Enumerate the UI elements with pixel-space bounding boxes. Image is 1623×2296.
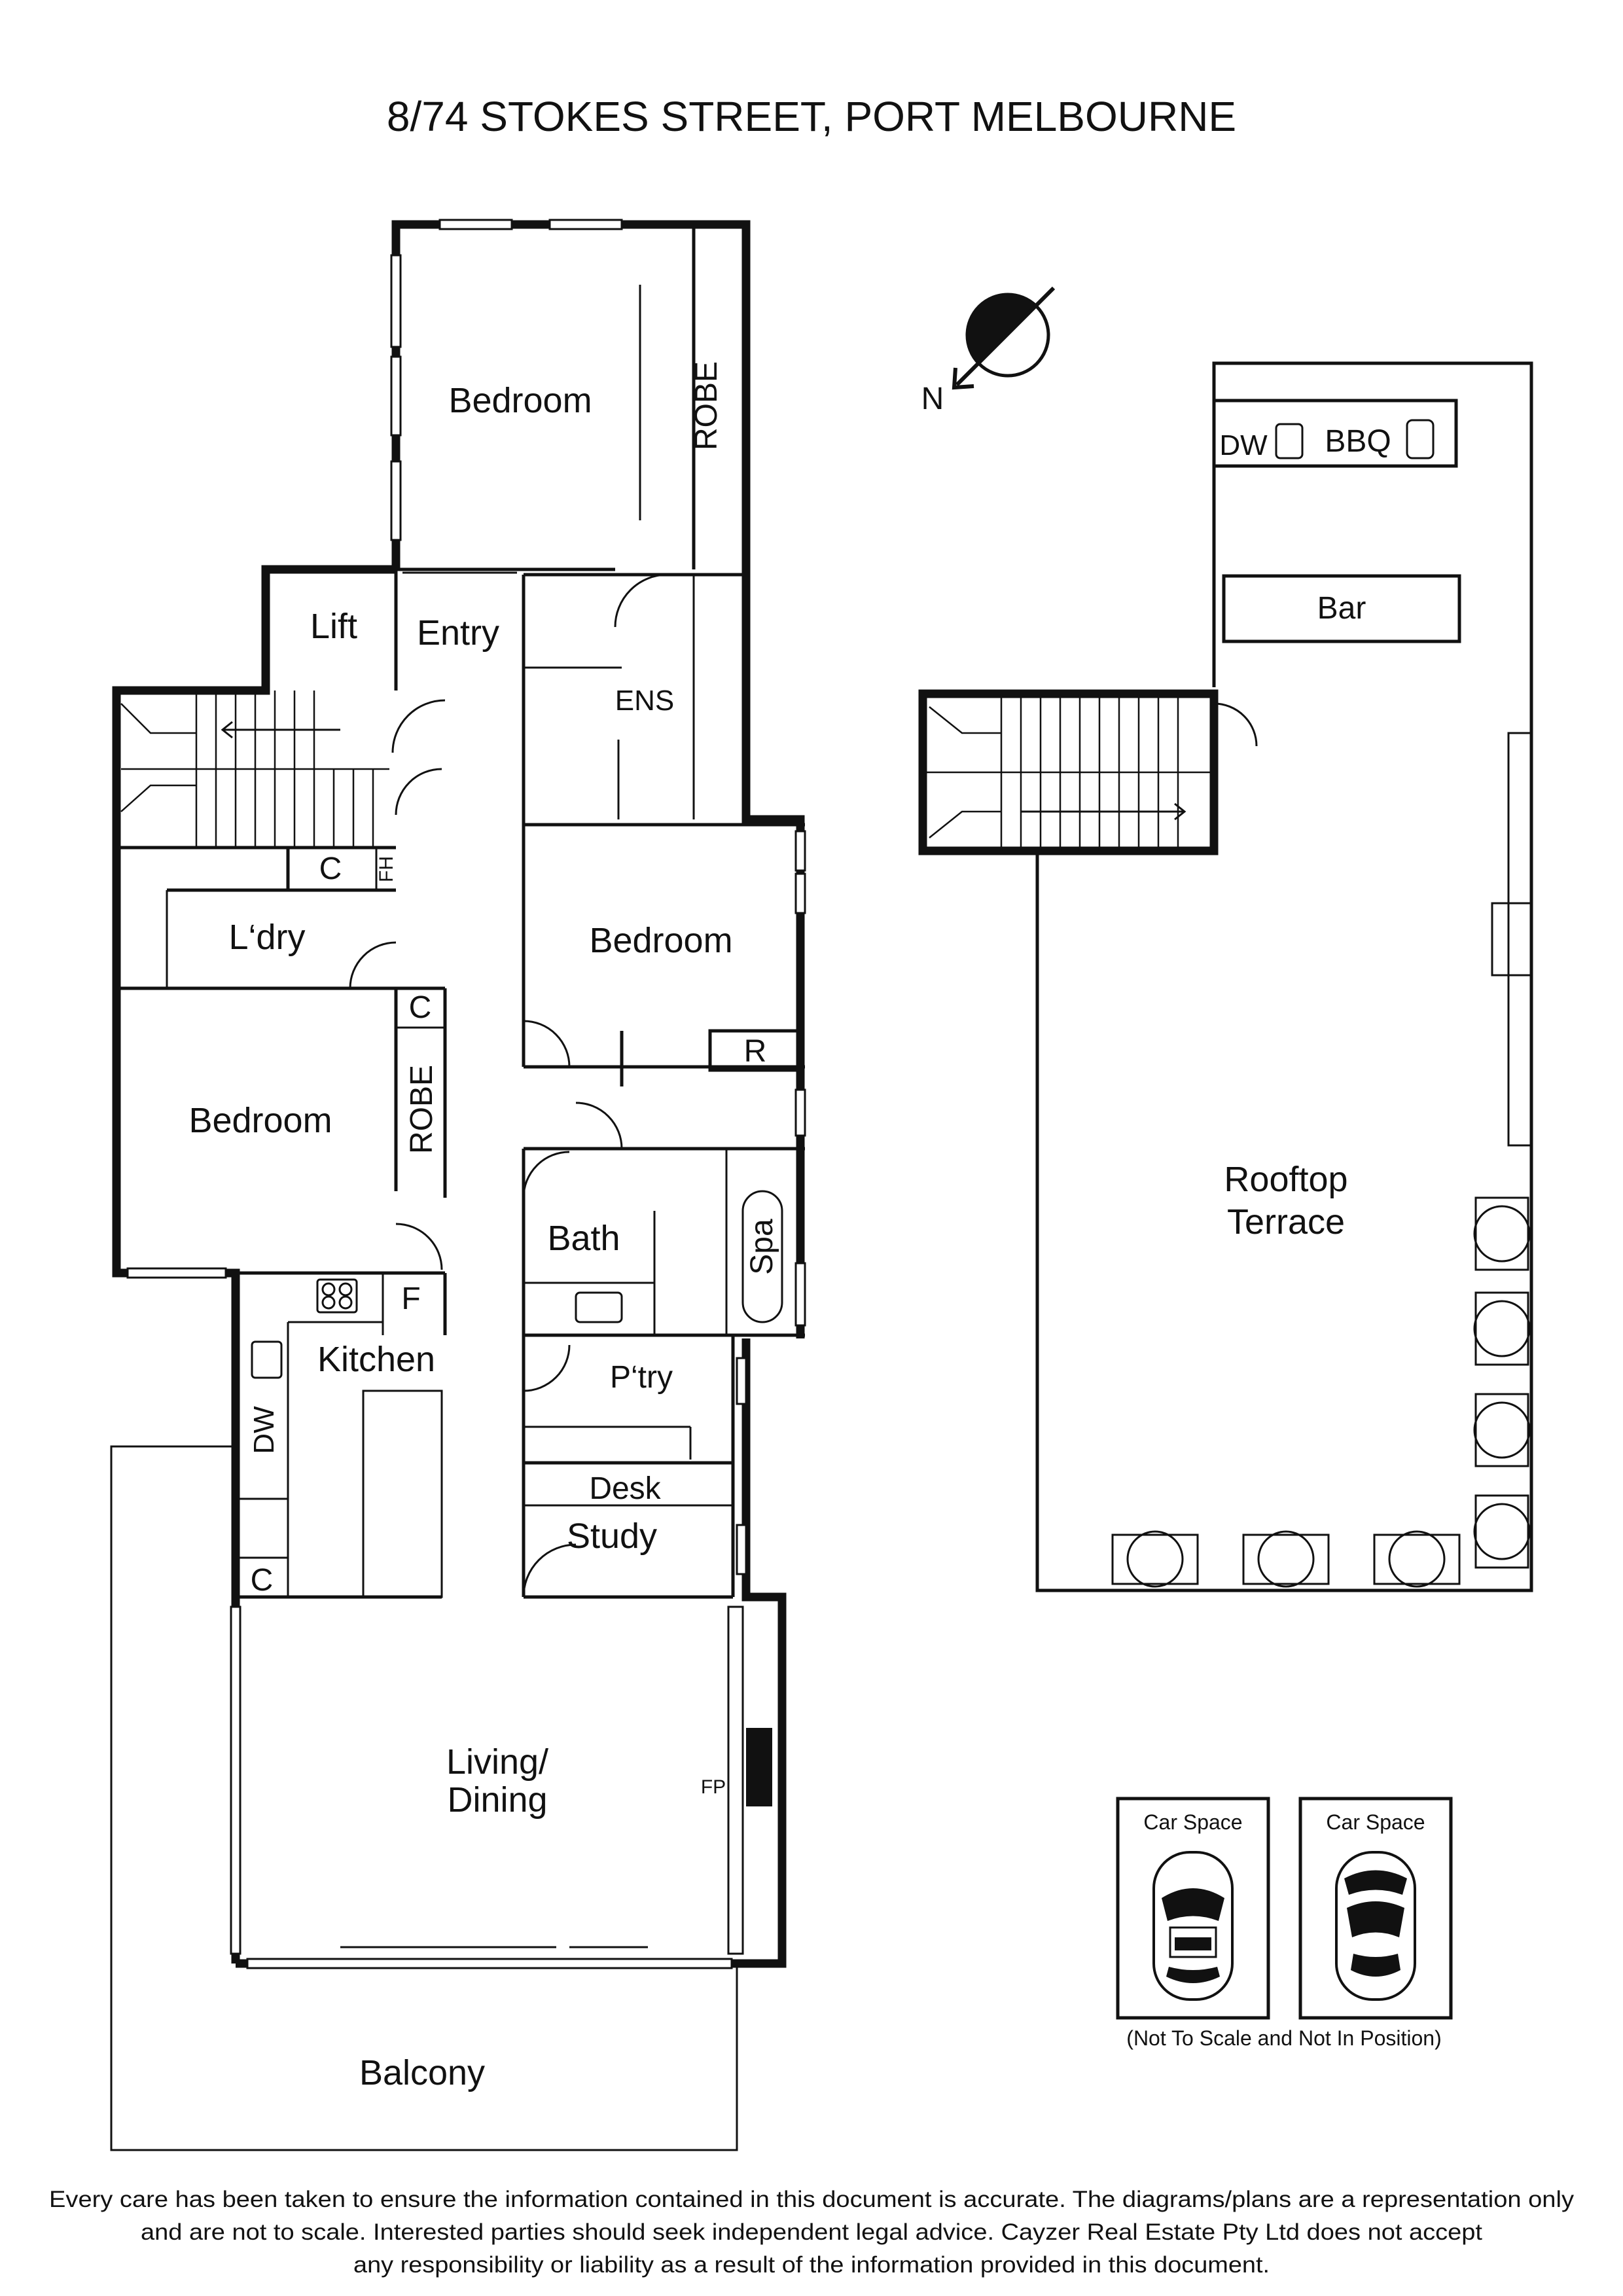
room-label-c-kitchen: C — [251, 1563, 274, 1598]
kitchen-island — [362, 1390, 443, 1598]
rooftop-bbq-bench — [1212, 399, 1458, 468]
spa-tub — [741, 1190, 783, 1323]
window-bedroom-west-3 — [390, 460, 402, 541]
window-living-south — [246, 1958, 733, 1969]
room-label-laundry: L‘dry — [228, 918, 305, 957]
window-bedroom-west-2 — [390, 355, 402, 437]
room-label-living-1: Living/ — [446, 1742, 548, 1782]
door-swings — [349, 571, 668, 1598]
room-label-robe-left: ROBE — [404, 1065, 439, 1154]
window-wc — [794, 1088, 806, 1137]
room-label-entry: Entry — [417, 613, 499, 653]
compass — [952, 286, 1056, 390]
room-label-dw-kitchen: DW — [248, 1406, 280, 1454]
rooftop-label-bbq: BBQ — [1325, 424, 1391, 459]
cooktop — [316, 1278, 358, 1314]
car-space-2 — [1298, 1797, 1453, 2020]
room-label-bedroom-mid: Bedroom — [589, 921, 732, 960]
outer-wall-living-east — [737, 1338, 787, 1968]
room-label-study: Study — [567, 1516, 657, 1556]
window-bedroom-west-1 — [390, 254, 402, 348]
room-label-lift: Lift — [310, 607, 357, 646]
plan-title: 8/74 STOKES STREET, PORT MELBOURNE — [387, 93, 1236, 140]
window-study — [736, 1524, 747, 1575]
room-label-bedroom-main: Bedroom — [448, 381, 592, 420]
rooftop-label-terrace-1: Rooftop — [1224, 1160, 1347, 1199]
disclaimer-line-2: and are not to scale. Interested parties… — [141, 2219, 1482, 2245]
room-label-kitchen: Kitchen — [317, 1340, 435, 1379]
main-staircase — [120, 691, 389, 848]
rooftop-planter-strip-upper — [1507, 732, 1533, 1147]
living-east-glazing — [727, 1605, 744, 1955]
room-label-fp: FP — [701, 1776, 726, 1798]
room-label-living-2: Dining — [447, 1780, 547, 1820]
room-label-c-upper: C — [319, 852, 342, 886]
compass-north-label: N — [921, 382, 944, 416]
cooktop-burners — [321, 1282, 353, 1310]
balcony-outline — [110, 1445, 738, 2151]
room-label-spa: Spa — [745, 1219, 779, 1275]
fireplace — [746, 1728, 772, 1806]
room-label-f: F — [401, 1282, 420, 1316]
kitchen-sink — [251, 1340, 283, 1379]
rooftop-label-bar: Bar — [1317, 591, 1366, 626]
disclaimer-line-1: Every care has been taken to ensure the … — [49, 2187, 1575, 2212]
window-pantry — [736, 1357, 747, 1405]
room-label-fh: FH — [376, 856, 397, 882]
window-left-bedroom-south — [126, 1267, 227, 1279]
rooftop-stair-block — [918, 689, 1219, 855]
car-space-2-label: Car Space — [1326, 1810, 1425, 1834]
window-bedroom-north-1 — [438, 219, 513, 230]
car-icon-1 — [1152, 1851, 1234, 2001]
car-space-1-label: Car Space — [1143, 1810, 1242, 1834]
window-mid-bedroom-2 — [794, 872, 806, 914]
rooftop-outline — [1035, 361, 1533, 1592]
rooftop-staircase — [926, 694, 1258, 851]
room-label-robe-main: ROBE — [689, 361, 724, 450]
rooftop-sink — [1275, 423, 1304, 459]
window-bedroom-north-2 — [548, 219, 623, 230]
room-label-pantry: P‘try — [610, 1360, 673, 1395]
car-icon-2 — [1335, 1851, 1416, 2001]
rooftop-planter-box — [1491, 902, 1533, 977]
room-label-c-mid: C — [409, 990, 432, 1025]
outer-wall-entry-lift — [112, 565, 396, 1623]
car-space-1 — [1116, 1797, 1270, 2020]
room-label-desk: Desk — [589, 1471, 661, 1506]
rooftop-bar — [1222, 574, 1461, 643]
room-label-bedroom-left: Bedroom — [188, 1101, 332, 1140]
disclaimer-line-3: any responsibility or liability as a res… — [353, 2252, 1270, 2278]
car-note: (Not To Scale and Not In Position) — [1126, 2026, 1441, 2050]
window-living-west — [230, 1605, 241, 1955]
bath-basin — [575, 1291, 623, 1323]
rooftop-bbq-unit — [1406, 419, 1435, 459]
rooftop-label-terrace-2: Terrace — [1227, 1202, 1345, 1242]
r-cupboard — [708, 1029, 802, 1072]
room-label-bath: Bath — [547, 1219, 620, 1258]
rooftop-label-dw: DW — [1219, 429, 1268, 461]
window-bath — [794, 1262, 806, 1327]
room-label-ens: ENS — [615, 685, 674, 717]
room-label-balcony: Balcony — [359, 2053, 485, 2092]
rooftop-plant-pots — [1111, 1196, 1531, 1588]
room-label-r: R — [744, 1034, 767, 1069]
window-mid-bedroom-1 — [794, 830, 806, 872]
